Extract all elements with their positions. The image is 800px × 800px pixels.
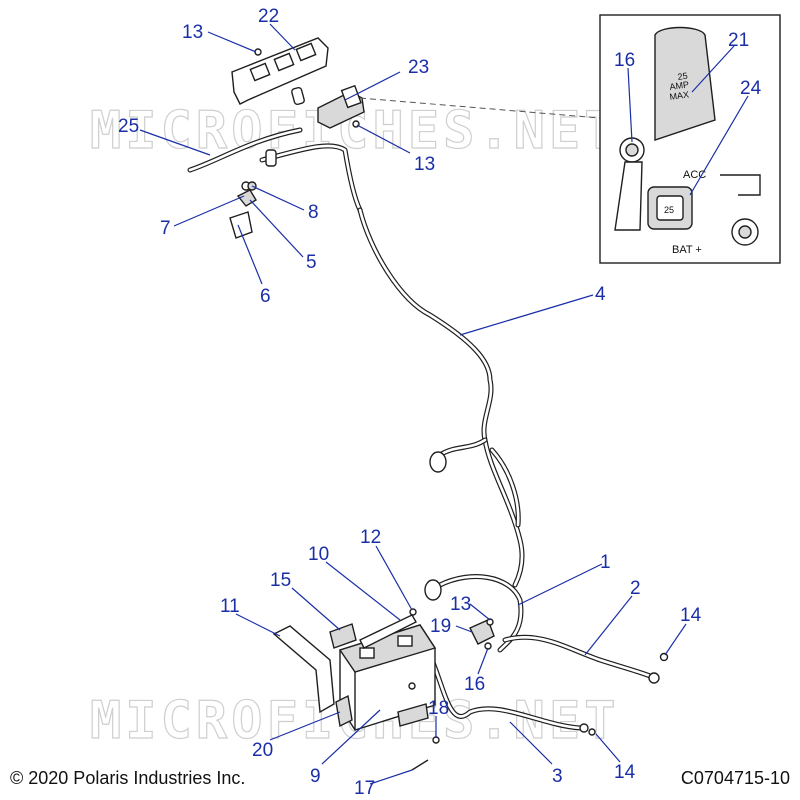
inset-fuse-amp-top: 25 [677, 71, 688, 82]
callouts: 13 22 23 25 13 8 7 5 6 16 21 24 4 12 10 … [118, 6, 762, 799]
callout-10: 10 [308, 544, 329, 565]
cable-3 [427, 652, 589, 733]
callout-5: 5 [306, 252, 317, 273]
inset-acc-label: ACC [683, 169, 706, 181]
callout-25: 25 [118, 116, 139, 137]
callout-11: 11 [220, 596, 240, 617]
callout-12: 12 [360, 527, 381, 548]
callout-14-right: 14 [680, 605, 702, 626]
inset-fuse-amp-bot: MAX [669, 89, 690, 102]
callout-20: 20 [252, 740, 273, 761]
callout-16-inset: 16 [614, 50, 635, 71]
inset-fuse-amp-mid: AMP [669, 79, 690, 92]
fuse-block-23 [317, 84, 365, 129]
pads [329, 623, 429, 728]
wire-harness-4 [187, 86, 525, 588]
callout-24: 24 [740, 78, 762, 99]
diagram-code: C0704715-10 [680, 768, 790, 788]
callout-9: 9 [310, 766, 321, 787]
copyright-notice: © 2020 Polaris Industries Inc. [10, 768, 246, 788]
callout-14-bottom: 14 [614, 762, 636, 783]
callout-3: 3 [552, 766, 563, 787]
callout-21: 21 [728, 30, 749, 51]
reference-line [359, 97, 601, 119]
callout-6: 6 [260, 286, 271, 307]
callout-22: 22 [258, 6, 279, 27]
callout-13-bottom: 13 [450, 594, 471, 615]
callout-18: 18 [428, 698, 449, 719]
callout-16-bottom: 16 [464, 674, 485, 695]
callout-19: 19 [430, 616, 451, 637]
callout-15: 15 [270, 570, 291, 591]
battery-9 [338, 624, 437, 731]
inset-fuse-number: 25 [664, 205, 674, 215]
relay-19 [469, 618, 495, 650]
inset-bat-label: BAT + [672, 244, 702, 256]
mounting-bracket-22 [231, 37, 329, 105]
callout-1: 1 [600, 552, 611, 573]
callout-8: 8 [308, 202, 319, 223]
callout-13-top: 13 [182, 22, 203, 43]
callout-13-mid: 13 [414, 154, 435, 175]
callout-17: 17 [354, 778, 375, 799]
callout-7: 7 [160, 218, 171, 239]
inset-detail: 25 AMP MAX ACC 25 BAT + [599, 14, 781, 264]
leader-lines [139, 23, 749, 785]
callout-4: 4 [595, 284, 606, 305]
callout-23: 23 [408, 57, 429, 78]
hardware-group-5-8 [229, 181, 257, 239]
fasteners [408, 608, 669, 771]
battery-strap [272, 614, 417, 714]
cable-2 [502, 634, 660, 684]
callout-2: 2 [630, 578, 641, 599]
